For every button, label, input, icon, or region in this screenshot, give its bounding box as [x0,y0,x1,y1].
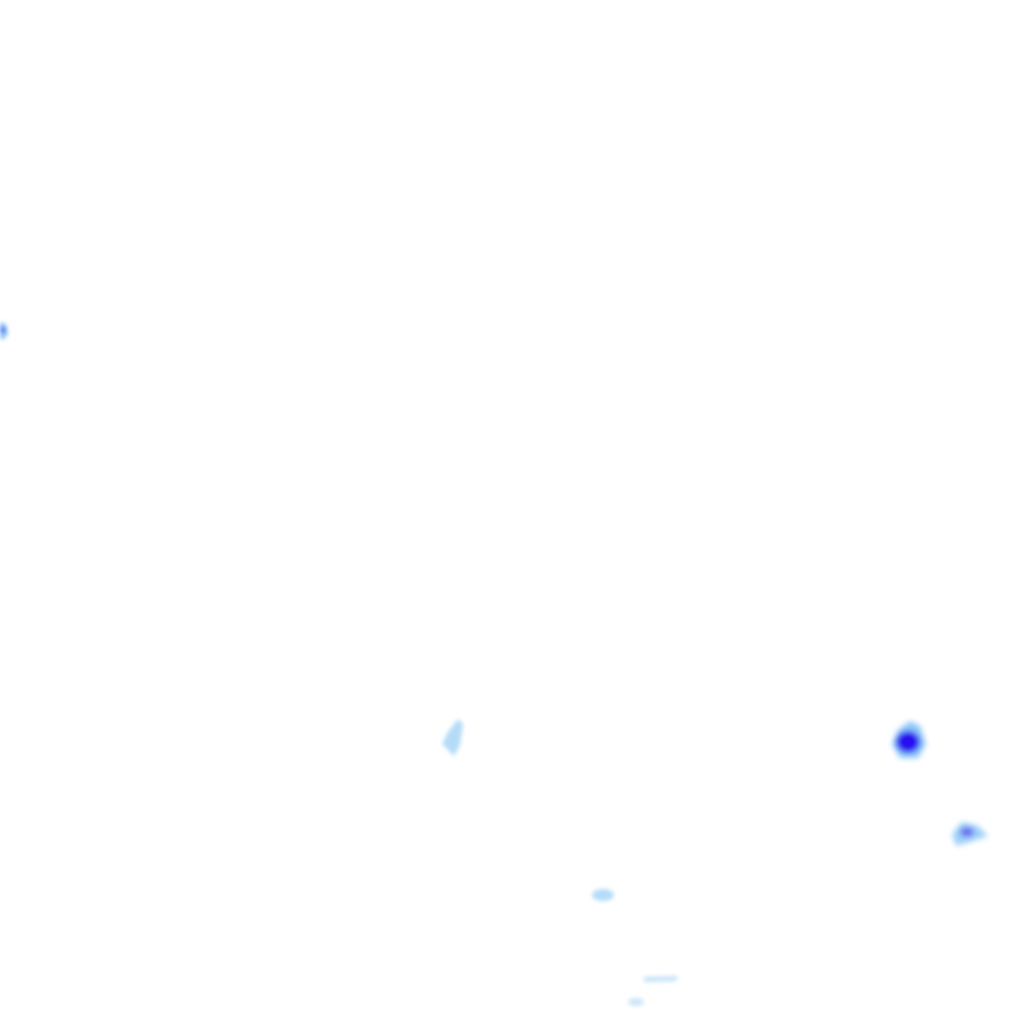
precipitation-cell-east [952,822,988,846]
precipitation-cell-streak [643,976,678,982]
precipitation-cell-south [592,889,614,901]
precipitation-cell-small [628,998,644,1006]
precipitation-cell-heavy [892,721,926,758]
precipitation-cell-center [442,719,463,756]
precipitation-cell-west-edge [0,322,8,340]
